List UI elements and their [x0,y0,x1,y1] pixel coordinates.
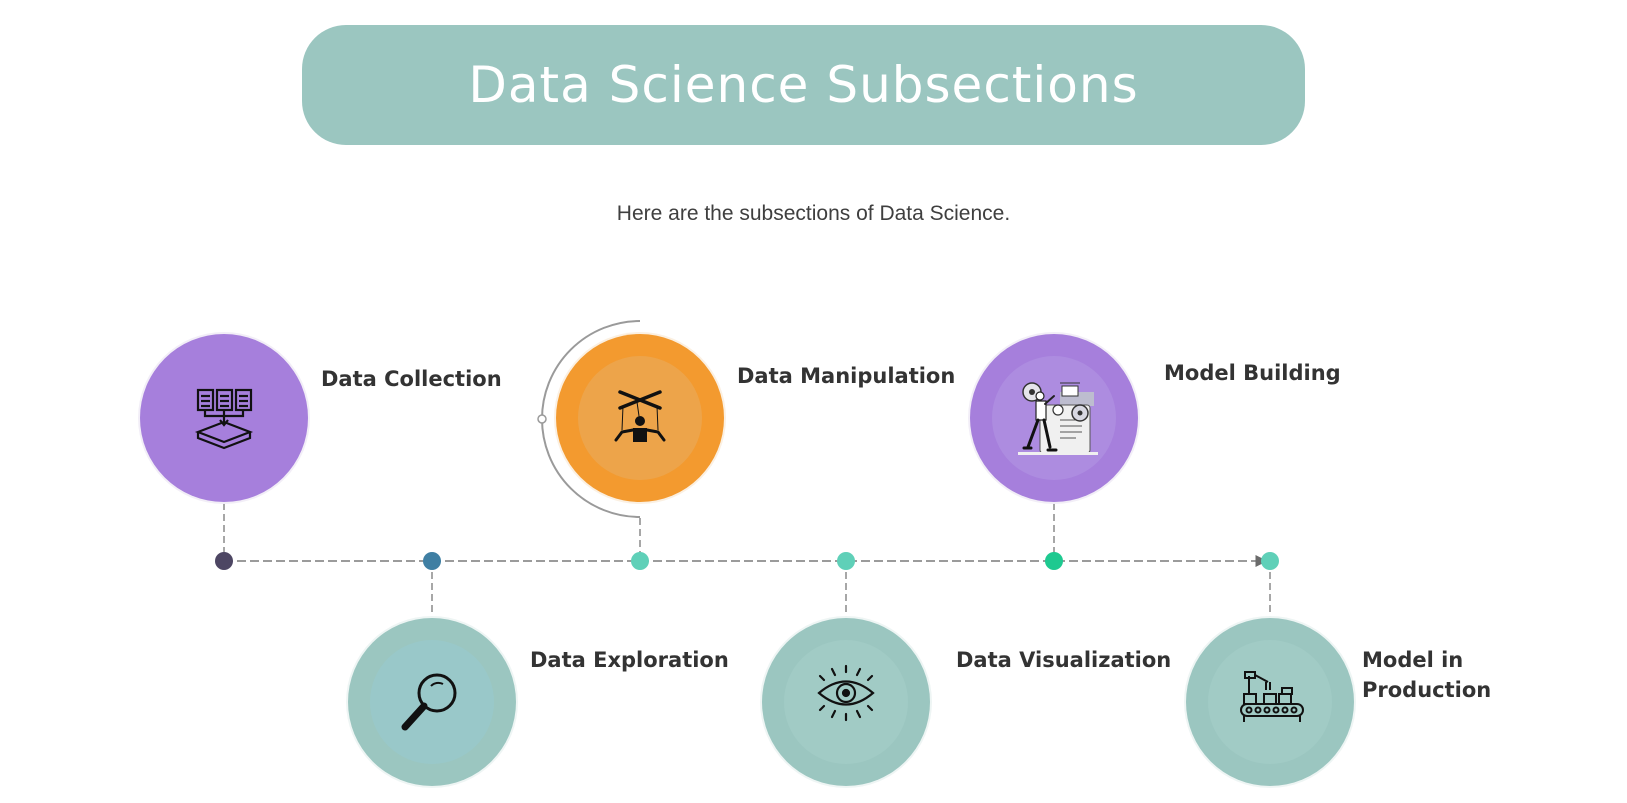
step-model-building [968,332,1140,504]
step-data-collection [138,332,310,504]
page-title: Data Science Subsections [468,56,1139,114]
step-model-in-production [1184,616,1356,788]
step-label-data-exploration: Data Exploration [530,648,729,672]
engineer-gears-icon [1018,382,1098,455]
step-data-exploration [346,616,518,788]
step-label-model-in-production: Model in Production [1362,648,1492,702]
step-circle-inner [370,640,494,764]
step-label-data-collection: Data Collection [321,367,502,391]
documents-inbox-icon [194,388,254,450]
timeline-dot-6 [1261,552,1279,570]
timeline-dot-1 [215,552,233,570]
timeline-dot-4 [837,552,855,570]
title-banner: Data Science Subsections [302,25,1305,145]
timeline-dot-5 [1045,552,1063,570]
highlight-arc-knob [537,414,547,424]
factory-conveyor-icon [1240,671,1304,722]
eye-icon [817,664,875,722]
step-circle-inner [1208,640,1332,764]
step-label-model-building: Model Building [1164,361,1341,385]
timeline-dot-2 [423,552,441,570]
subtitle: Here are the subsections of Data Science… [616,202,1011,225]
step-data-manipulation [537,320,726,518]
puppet-icon [614,390,666,442]
step-label-data-manipulation: Data Manipulation [737,364,956,388]
magnifier-icon [401,673,457,731]
timeline-dot-3 [631,552,649,570]
step-data-visualization [760,616,932,788]
step-label-data-visualization: Data Visualization [956,648,1172,672]
